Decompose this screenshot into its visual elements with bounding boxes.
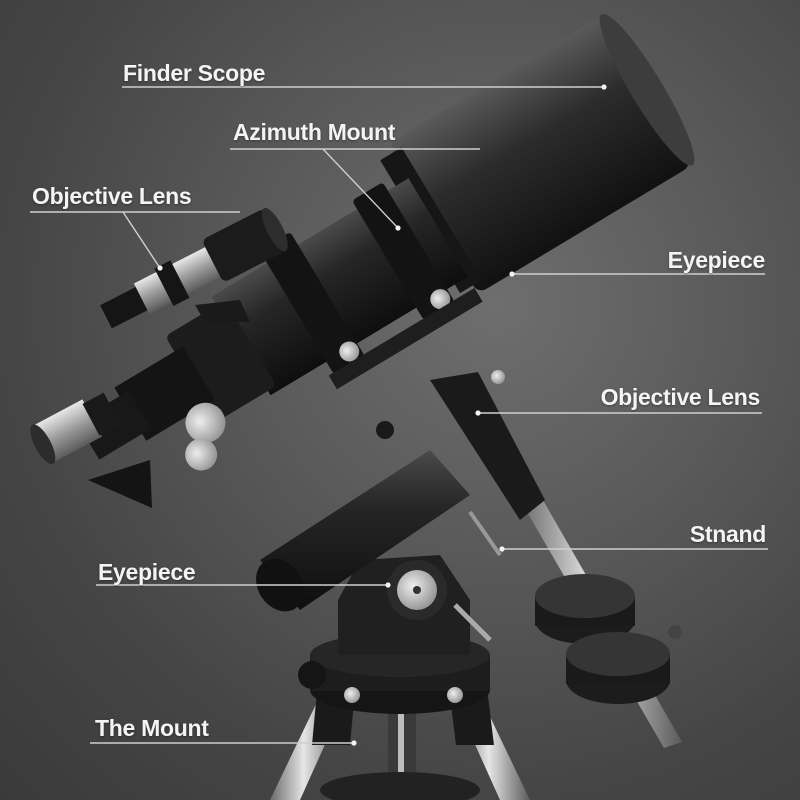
label-the-mount: The Mount — [95, 715, 209, 741]
leader-dot-stnand — [499, 546, 505, 552]
counterweight-assembly — [520, 495, 682, 748]
leader-dot-eyepiece-left — [385, 582, 391, 588]
leader-line-azimuth-mount — [322, 148, 399, 229]
leader-dot-the-mount — [351, 740, 357, 746]
label-objective-lens-right: Objective Lens — [600, 384, 761, 410]
leader-dot-finder-scope — [601, 84, 607, 90]
optical-tube — [76, 13, 695, 471]
finder-bracket — [195, 300, 250, 322]
leader-line-objective-lens-top — [122, 211, 161, 269]
leader-dots — [157, 84, 607, 746]
leader-dot-azimuth-mount — [395, 225, 401, 231]
label-objective-lens-top: Objective Lens — [32, 183, 192, 209]
leader-dot-objective-lens-top — [157, 265, 163, 271]
leader-dot-eyepiece-right — [509, 271, 515, 277]
label-stnand: Stnand — [689, 521, 766, 547]
label-eyepiece-right: Eyepiece — [667, 247, 766, 273]
label-finder-scope: Finder Scope — [123, 60, 266, 86]
tripod — [270, 680, 530, 800]
star-diagonal — [30, 392, 152, 508]
leader-lines — [30, 86, 768, 744]
label-eyepiece-left: Eyepiece — [98, 559, 196, 585]
mount-head — [298, 555, 492, 714]
leader-dot-objective-lens-right — [475, 410, 481, 416]
finder-scope — [100, 207, 288, 329]
label-azimuth-mount: Azimuth Mount — [233, 119, 396, 145]
